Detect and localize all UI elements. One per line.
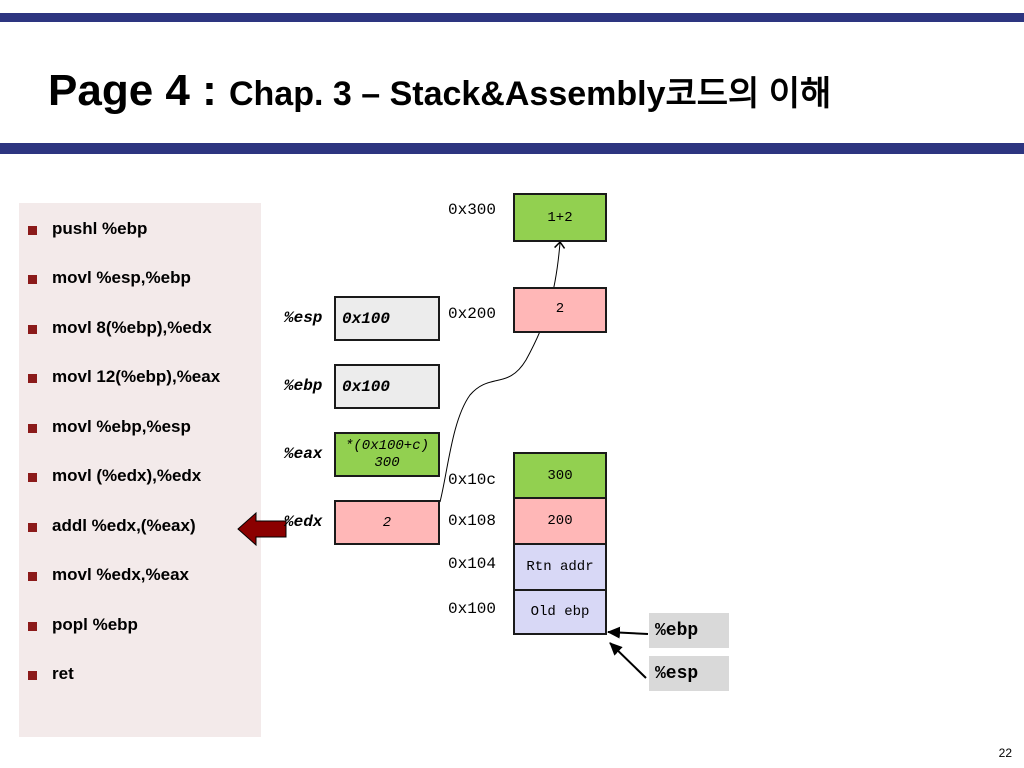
code-line-text: movl 12(%ebp),%eax (52, 367, 221, 386)
esp-pointer-label: %esp (649, 656, 729, 691)
title-sub: Chap. 3 – Stack&Assembly코드의 이해 (228, 75, 832, 113)
bullet-icon (28, 424, 37, 433)
register-eax: *(0x100+c) 300 (334, 432, 440, 477)
code-line-text: popl %ebp (52, 615, 138, 634)
address-label: 0x200 (448, 305, 497, 323)
ebp-pointer-arrow (607, 626, 649, 639)
ebp-pointer-label: %ebp (649, 613, 729, 648)
code-line-text: movl 8(%ebp),%edx (52, 318, 212, 337)
esp-pointer-arrow (609, 642, 647, 679)
memory-cell-0x200: 2 (513, 287, 607, 333)
code-line-text: addl %edx,(%eax) (52, 516, 196, 535)
register-label-edx: %edx (284, 513, 323, 531)
register-label-ebp: %ebp (284, 377, 323, 395)
address-label: 0x300 (448, 201, 497, 219)
bullet-icon (28, 622, 37, 631)
current-instruction-arrow (237, 511, 287, 547)
bullet-icon (28, 473, 37, 482)
bullet-icon (28, 671, 37, 680)
stack-cell-0x108: 200 (513, 499, 607, 545)
header-top-bar (0, 13, 1024, 22)
stack-cell-0x10c: 300 (513, 452, 607, 499)
title-main: Page 4 : (48, 66, 229, 115)
address-label: 0x10c (448, 471, 497, 489)
code-line-text: ret (52, 664, 74, 683)
register-label-eax: %eax (284, 445, 323, 463)
code-line-text: movl (%edx),%edx (52, 466, 202, 485)
bullet-icon (28, 572, 37, 581)
stack-cell-0x100: Old ebp (513, 591, 607, 635)
register-ebp: 0x100 (334, 364, 440, 409)
bullet-icon (28, 523, 37, 532)
bullet-icon (28, 275, 37, 284)
register-label-esp: %esp (284, 309, 323, 327)
code-line-text: pushl %ebp (52, 219, 148, 238)
header-bottom-bar (0, 143, 1024, 154)
code-panel: pushl %ebp movl %esp,%ebp movl 8(%ebp),%… (19, 203, 261, 737)
address-label: 0x100 (448, 600, 497, 618)
slide-title: Page 4 : Chap. 3 – Stack&Assembly코드의 이해 (48, 66, 831, 116)
register-edx: 2 (334, 500, 440, 545)
memory-cell-value: 2 (555, 301, 565, 317)
code-line-text: movl %ebp,%esp (52, 417, 191, 436)
stack-cell-0x104: Rtn addr (513, 545, 607, 591)
memory-cell-0x300: 1+2 (513, 193, 607, 242)
bullet-icon (28, 226, 37, 235)
code-line-text: movl %edx,%eax (52, 565, 190, 584)
address-label: 0x104 (448, 555, 497, 573)
register-esp: 0x100 (334, 296, 440, 341)
register-eax-line1: *(0x100+c) (344, 437, 429, 454)
register-eax-line2: 300 (374, 454, 400, 471)
code-line-text: movl %esp,%ebp (52, 268, 191, 287)
bullet-icon (28, 325, 37, 334)
address-label: 0x108 (448, 512, 497, 530)
bullet-icon (28, 374, 37, 383)
page-number: 22 (998, 746, 1012, 760)
